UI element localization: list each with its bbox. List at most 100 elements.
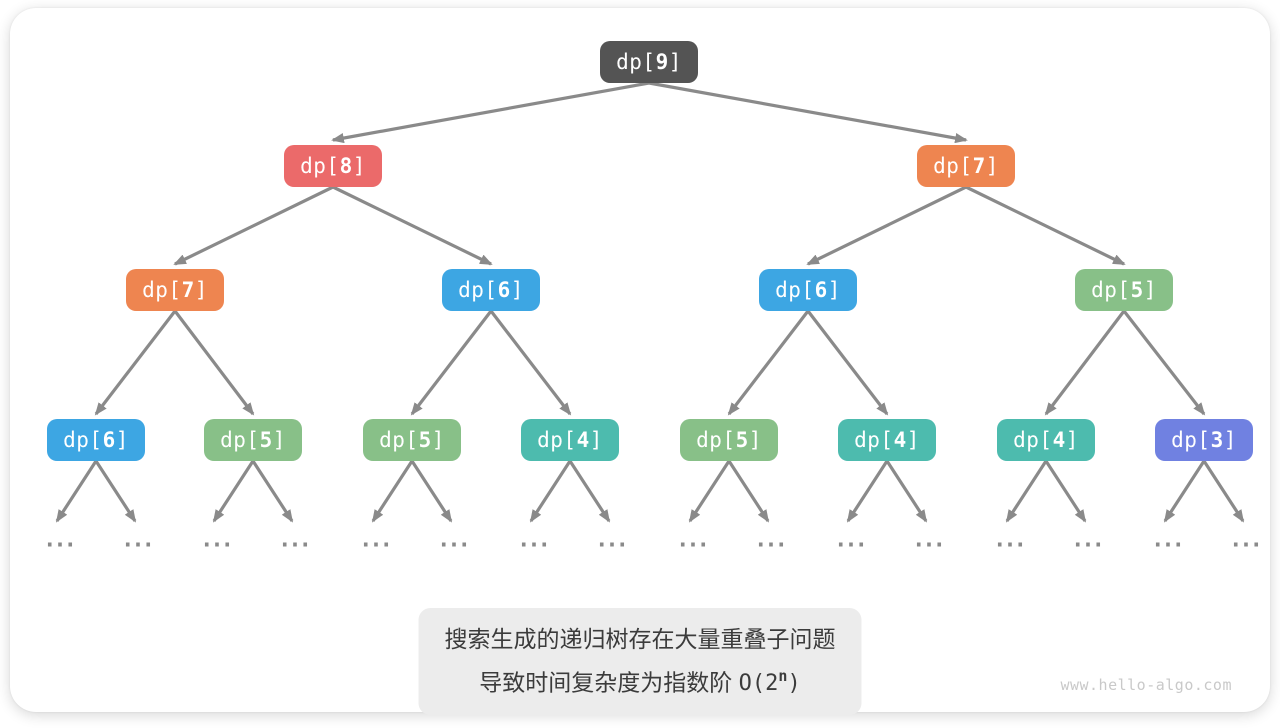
node-label-part: dp[ xyxy=(854,428,893,452)
node-label-part: 4 xyxy=(1053,428,1066,452)
tree-node-dp7: dp[7] xyxy=(917,145,1015,187)
watermark: www.hello-algo.com xyxy=(1060,676,1232,694)
edge-arrow xyxy=(491,311,570,414)
node-label-part: 7 xyxy=(182,278,195,302)
leaf-ellipsis: ... xyxy=(751,528,785,553)
node-label-part: dp[ xyxy=(379,428,418,452)
edge-arrow xyxy=(253,461,292,521)
leaf-ellipsis: ... xyxy=(909,528,943,553)
tree-node-dp7: dp[7] xyxy=(126,269,224,311)
node-label-part: 7 xyxy=(973,154,986,178)
node-label-part: ] xyxy=(828,278,841,302)
node-label-part: 4 xyxy=(894,428,907,452)
node-label-part: ] xyxy=(511,278,524,302)
tree-node-dp5: dp[5] xyxy=(680,419,778,461)
diagram-card: dp[9]dp[8]dp[7]dp[7]dp[6]dp[6]dp[5]dp[6]… xyxy=(10,8,1270,712)
leaf-ellipsis: ... xyxy=(275,528,309,553)
tree-node-dp5: dp[5] xyxy=(363,419,461,461)
tree-node-dp5: dp[5] xyxy=(204,419,302,461)
edge-arrow xyxy=(690,461,729,521)
node-label-part: ] xyxy=(1066,428,1079,452)
edge-arrow xyxy=(570,461,609,521)
edge-arrow xyxy=(412,461,451,521)
leaf-ellipsis: ... xyxy=(118,528,152,553)
leaf-ellipsis: ... xyxy=(434,528,468,553)
node-label-part: dp[ xyxy=(933,154,972,178)
node-label-part: dp[ xyxy=(696,428,735,452)
leaf-ellipsis: ... xyxy=(831,528,865,553)
leaf-ellipsis: ... xyxy=(1148,528,1182,553)
edge-arrow xyxy=(808,187,966,264)
node-label-part: ] xyxy=(590,428,603,452)
node-label-part: 9 xyxy=(656,50,669,74)
edge-arrow xyxy=(333,187,491,264)
node-label-part: 6 xyxy=(103,428,116,452)
tree-node-dp6: dp[6] xyxy=(442,269,540,311)
edge-arrow xyxy=(966,187,1124,264)
edge-arrow xyxy=(729,311,808,414)
edge-arrow xyxy=(729,461,768,521)
tree-node-dp5: dp[5] xyxy=(1075,269,1173,311)
node-label-part: 4 xyxy=(577,428,590,452)
edge-arrow xyxy=(1046,461,1085,521)
node-label-part: dp[ xyxy=(142,278,181,302)
tree-node-dp6: dp[6] xyxy=(759,269,857,311)
node-label-part: ] xyxy=(749,428,762,452)
edge-arrow xyxy=(887,461,926,521)
edge-arrow xyxy=(531,461,570,521)
leaf-ellipsis: ... xyxy=(1226,528,1260,553)
tree-node-dp6: dp[6] xyxy=(47,419,145,461)
formula-exponent: n xyxy=(778,667,787,685)
edge-arrow xyxy=(175,311,253,414)
node-label-part: dp[ xyxy=(537,428,576,452)
node-label-part: dp[ xyxy=(1091,278,1130,302)
node-label-part: dp[ xyxy=(775,278,814,302)
leaf-ellipsis: ... xyxy=(40,528,74,553)
tree-node-dp9: dp[9] xyxy=(600,41,698,83)
node-label-part: ] xyxy=(986,154,999,178)
node-label-part: 5 xyxy=(736,428,749,452)
edge-arrow xyxy=(649,83,966,140)
node-label-part: 8 xyxy=(340,154,353,178)
leaf-ellipsis: ... xyxy=(514,528,548,553)
edge-arrow xyxy=(333,83,649,140)
leaf-ellipsis: ... xyxy=(990,528,1024,553)
tree-node-dp8: dp[8] xyxy=(284,145,382,187)
caption-line-1: 搜索生成的递归树存在大量重叠子问题 xyxy=(445,620,836,658)
tree-node-dp4: dp[4] xyxy=(838,419,936,461)
edge-arrow xyxy=(848,461,887,521)
leaf-ellipsis: ... xyxy=(673,528,707,553)
edge-arrow xyxy=(96,311,175,414)
node-label-part: 5 xyxy=(1131,278,1144,302)
node-label-part: ] xyxy=(1224,428,1237,452)
node-label-part: 5 xyxy=(260,428,273,452)
tree-node-dp3: dp[3] xyxy=(1155,419,1253,461)
leaf-ellipsis: ... xyxy=(356,528,390,553)
node-label-part: ] xyxy=(273,428,286,452)
tree-node-dp4: dp[4] xyxy=(997,419,1095,461)
node-label-part: dp[ xyxy=(616,50,655,74)
node-label-part: ] xyxy=(432,428,445,452)
caption-line-2-text: 导致时间复杂度为指数阶 xyxy=(479,669,738,695)
leaf-ellipsis: ... xyxy=(1068,528,1102,553)
complexity-formula: O(2n) xyxy=(739,671,801,696)
node-label-part: dp[ xyxy=(458,278,497,302)
node-label-part: ] xyxy=(195,278,208,302)
formula-close: ) xyxy=(787,671,800,696)
node-label-part: ] xyxy=(116,428,129,452)
node-label-part: dp[ xyxy=(1171,428,1210,452)
tree-node-dp4: dp[4] xyxy=(521,419,619,461)
leaf-ellipsis: ... xyxy=(592,528,626,553)
edge-arrow xyxy=(57,461,96,521)
edge-arrow xyxy=(1124,311,1204,414)
caption-line-2: 导致时间复杂度为指数阶 O(2n) xyxy=(445,658,836,703)
edge-arrow xyxy=(96,461,135,521)
edge-arrow xyxy=(175,187,333,264)
edge-arrow xyxy=(1007,461,1046,521)
formula-open: O(2 xyxy=(739,671,779,696)
node-label-part: dp[ xyxy=(63,428,102,452)
node-label-part: dp[ xyxy=(300,154,339,178)
leaf-ellipsis: ... xyxy=(197,528,231,553)
edge-arrow xyxy=(1204,461,1243,521)
edge-arrow xyxy=(373,461,412,521)
